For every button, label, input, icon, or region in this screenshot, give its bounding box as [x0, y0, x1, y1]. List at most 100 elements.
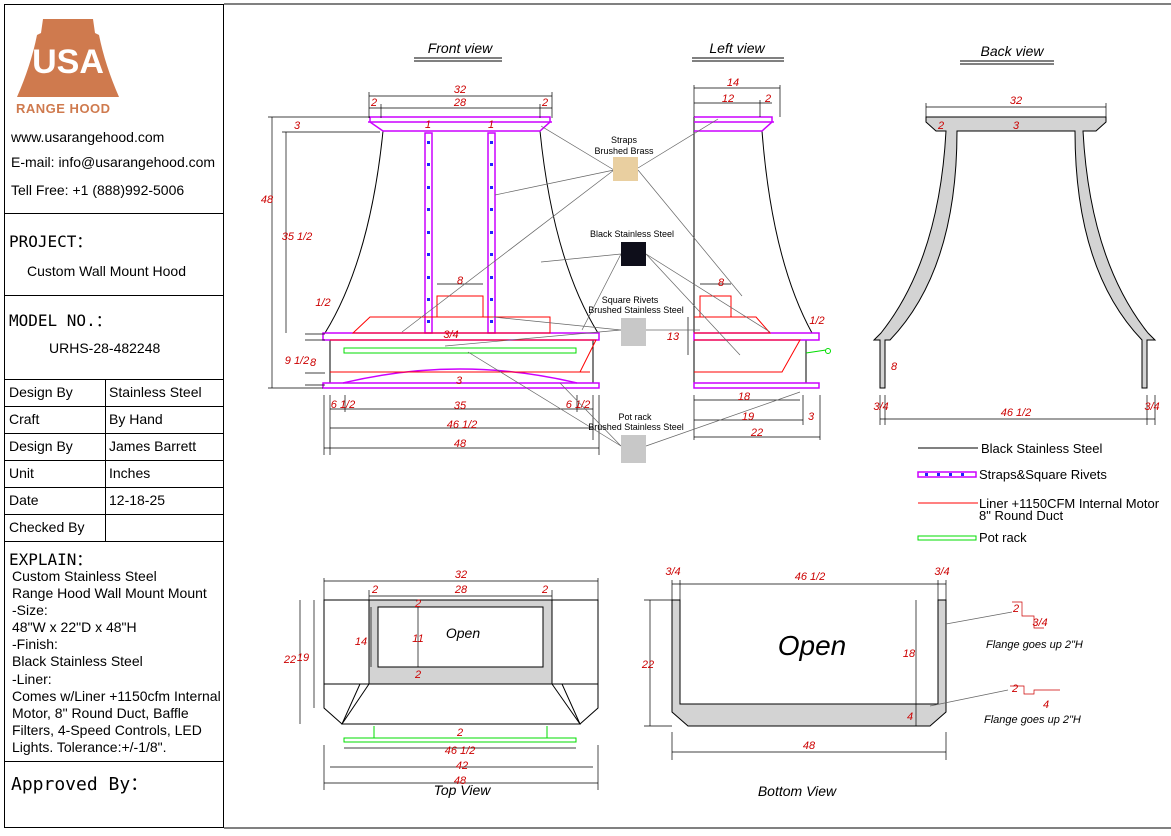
dim-label: 32: [454, 84, 466, 96]
project-label: PROJECT：: [9, 232, 93, 251]
top-view-title: Top View: [434, 782, 492, 798]
rivet-swatch: [621, 318, 646, 346]
back-view: 32 2 3 8 46 1/2 3/4 3/4: [872, 95, 1160, 425]
dim-label: 3: [1013, 120, 1020, 132]
model-label: MODEL NO.：: [9, 311, 112, 330]
explain-line: Black Stainless Steel: [12, 653, 143, 670]
spec-label: Craft: [9, 411, 40, 427]
dim-label: 4: [907, 711, 913, 723]
title-block: USA RANGE HOOD www.usarangehood.com E-ma…: [4, 4, 224, 828]
dim-label: 3/4: [665, 566, 680, 578]
explain-line: Comes w/Liner +1150cfm Internal: [12, 687, 221, 704]
legend-label: Black Stainless Steel: [981, 441, 1103, 456]
dim-label: 2: [764, 93, 771, 105]
legend-swatch-potrack: [917, 535, 977, 541]
explain-line: -Liner:: [12, 670, 52, 687]
material-callouts: Straps Brushed Brass Black Stainless Ste…: [401, 118, 801, 463]
front-view-title: Front view: [428, 40, 493, 56]
flange-note: Flange goes up 2"H: [986, 639, 1083, 651]
left-view: 14 12 2 8 13 1/2 18 19 3 22: [667, 77, 831, 440]
spec-value: James Barrett: [109, 438, 197, 454]
spec-row: Craft By Hand: [5, 406, 223, 434]
dim-label: 4: [1043, 699, 1049, 711]
dim-label: 8: [891, 361, 898, 373]
material-label: Brushed Brass: [594, 146, 654, 156]
spec-row: Design By James Barrett: [5, 433, 223, 461]
dim-label: 46 1/2: [445, 745, 476, 757]
dim-label: 22: [750, 427, 763, 439]
spec-value: By Hand: [109, 411, 163, 427]
dim-label: 6 1/2: [331, 399, 355, 411]
dim-label: 18: [738, 391, 751, 403]
approved-by-label: Approved By：: [11, 774, 149, 795]
explain-line: -Size:: [12, 602, 48, 619]
explain-line: Range Hood Wall Mount Mount: [12, 585, 207, 602]
material-label: Pot rack: [618, 412, 652, 422]
dim-label: 9 1/2: [285, 355, 309, 367]
dim-label: 14: [727, 77, 739, 89]
dim-label: 48: [261, 194, 274, 206]
dim-label: 2: [414, 669, 421, 681]
explain-line: Motor, 8" Round Duct, Baffle: [12, 704, 189, 721]
dim-label: 2: [371, 584, 378, 596]
logo-graphic: USA: [17, 19, 119, 97]
dim-label: 3/4: [873, 401, 888, 413]
material-label: Black Stainless Steel: [590, 229, 674, 239]
explain-label: EXPLAIN：: [9, 550, 93, 569]
logo-letters: USA: [32, 43, 104, 81]
dim-label: 22: [641, 659, 654, 671]
dim-label: 19: [297, 652, 309, 664]
dim-label: 48: [454, 775, 467, 787]
dim-label: 6 1/2: [566, 399, 590, 411]
dim-label: 1/2: [809, 315, 824, 327]
company-logo: USA RANGE HOOD: [13, 15, 123, 116]
material-label: Brushed Stainless Steel: [588, 422, 684, 432]
bottom-view-title: Bottom View: [758, 783, 837, 799]
company-website[interactable]: www.usarangehood.com: [11, 129, 165, 145]
explain-line: Filters, 4-Speed Controls, LED: [12, 721, 202, 738]
dim-label: 2: [541, 584, 548, 596]
dim-label: 32: [455, 569, 467, 581]
spec-value: Inches: [109, 465, 151, 481]
dim-label: 14: [355, 636, 367, 648]
company-email[interactable]: E-mail: info@usarangehood.com: [11, 154, 216, 170]
dim-label: 1/2: [315, 297, 330, 309]
dim-label: 2: [414, 598, 421, 610]
spec-label: Checked By: [9, 519, 85, 535]
material-label: Square Rivets: [602, 295, 659, 305]
spec-row: Unit Inches: [5, 460, 223, 488]
legend-swatch-straps: [917, 471, 977, 478]
flange-note: Flange goes up 2"H: [984, 714, 1081, 726]
model-value: URHS-28-482248: [49, 340, 161, 356]
dim-label: 48: [803, 740, 816, 752]
dim-label: 1: [488, 119, 494, 131]
dim-label: 35: [454, 400, 467, 412]
bottom-open-label: Open: [778, 630, 847, 661]
top-open-label: Open: [446, 625, 480, 641]
dim-label: 46 1/2: [447, 419, 478, 431]
dim-label: 2: [937, 120, 944, 132]
dim-label: 3/4: [1032, 617, 1047, 629]
dim-label: 11: [412, 633, 423, 645]
spec-label: Unit: [9, 465, 34, 481]
model-section: MODEL NO.： URHS-28-482248: [5, 295, 223, 379]
project-section: PROJECT： Custom Wall Mount Hood: [5, 213, 223, 295]
spec-label: Design By: [9, 438, 73, 454]
spec-label: Date: [9, 492, 39, 508]
dim-label: 3/4: [1144, 401, 1159, 413]
dim-label: 46 1/2: [795, 571, 826, 583]
dim-label: 2: [1012, 603, 1019, 615]
explain-text: Custom Stainless Steel Range Hood Wall M…: [12, 568, 221, 756]
company-phone: Tell Free: +1 (888)992-5006: [11, 182, 185, 198]
dim-label: 13: [667, 331, 680, 343]
spec-value: 12-18-25: [109, 492, 166, 508]
material-label: Straps: [611, 135, 638, 145]
dim-label: 3: [294, 120, 301, 132]
dim-label: 8: [457, 275, 464, 287]
legend-label: Liner +1150CFM Internal Motor: [979, 496, 1160, 511]
dim-label: 18: [903, 648, 916, 660]
dim-label: 46 1/2: [1001, 407, 1032, 419]
